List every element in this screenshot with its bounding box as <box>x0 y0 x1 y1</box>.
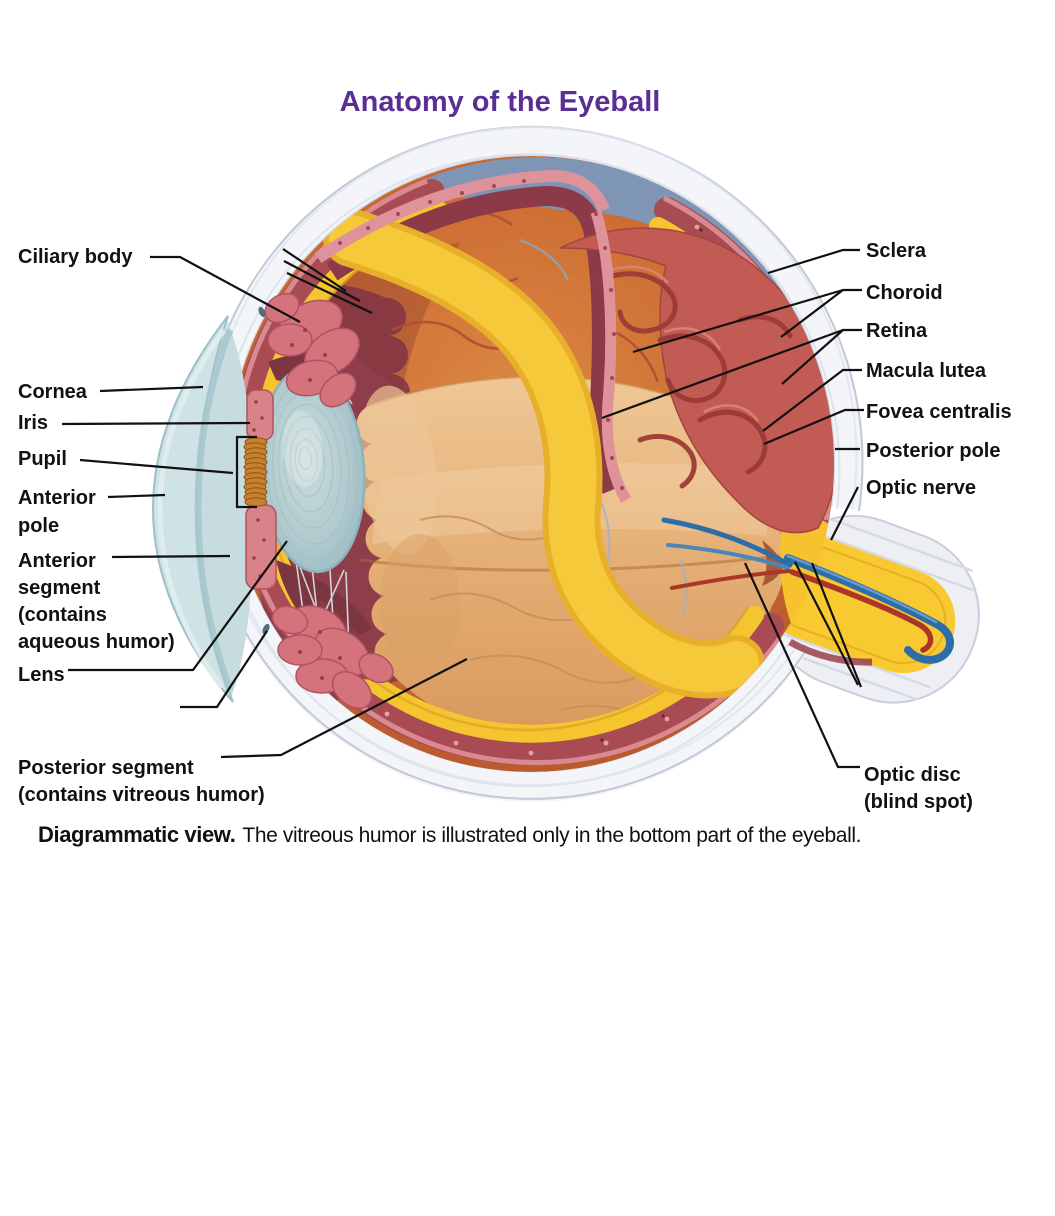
central-retinal-vessels <box>661 517 793 590</box>
label-posterior-pole: Posterior pole <box>866 440 1001 462</box>
lens <box>258 366 366 574</box>
label-ciliary-body: Ciliary body <box>18 246 133 268</box>
leader-posterior-segment <box>220 658 468 759</box>
label-pupil: Pupil <box>18 448 67 470</box>
optic-nerve-vessels <box>784 554 954 664</box>
leader-optic-disc <box>743 562 860 769</box>
leader-sclera <box>767 248 860 275</box>
scleral-venous-sinus-upper <box>258 306 266 318</box>
leader-anterior-pole <box>107 493 166 499</box>
label-anterior-segment: Anterior segment (contains aqueous humor… <box>18 550 175 653</box>
page-title: Anatomy of the Eyeball <box>339 86 661 118</box>
flap-retina-swoosh <box>329 215 759 693</box>
flap-choroid-patch <box>559 227 834 534</box>
label-posterior-segment: Posterior segment (contains vitreous hum… <box>18 757 265 806</box>
anterior-chamber-aqueous <box>196 322 253 697</box>
label-optic-nerve: Optic nerve <box>866 477 977 499</box>
leader-macula-lutea <box>762 368 862 432</box>
label-retina: Retina <box>866 320 928 342</box>
leader-ciliary-body <box>150 255 301 323</box>
leader-lines <box>61 248 864 769</box>
label-anterior-pole: Anterior pole <box>18 487 96 537</box>
leader-scleral-venous-sinus <box>180 630 268 709</box>
label-lens: Lens <box>18 664 65 686</box>
ciliary-pointer-1 <box>282 248 347 292</box>
central-vein <box>784 554 954 664</box>
ciliary-body-upper <box>264 292 360 408</box>
pupil-bracket <box>235 435 257 509</box>
vitreous-anterior-face-lower <box>380 534 460 674</box>
label-optic-disc: Optic disc (blind spot) <box>864 764 973 813</box>
pupil-sphincter-coil <box>243 437 268 507</box>
cornea-outer-highlight <box>157 328 227 690</box>
cornea-inner-layer <box>194 328 234 692</box>
caption-body: The vitreous humor is illustrated only i… <box>242 824 862 847</box>
leader-fovea-centralis <box>763 408 864 446</box>
label-cornea: Cornea <box>18 381 87 403</box>
ciliary-body-lower <box>271 605 394 709</box>
nerve-sheath-streaks <box>755 509 974 701</box>
central-artery <box>789 569 934 653</box>
leader-lens <box>68 540 288 672</box>
leader-optic-nerve <box>830 486 859 541</box>
leader-pupil <box>79 458 234 475</box>
figure-caption: Diagrammatic view. The vitreous humor is … <box>38 822 1048 848</box>
cornea <box>151 315 234 703</box>
flap-choroid-inner-band <box>326 185 622 494</box>
choroid-at-nerve-junction <box>788 638 873 666</box>
anterior-segment-structures <box>151 292 394 709</box>
vitreous-anterior-face <box>358 385 438 555</box>
caption-lead: Diagrammatic view. <box>38 822 236 847</box>
ciliary-pointer-3 <box>286 272 373 314</box>
leader-choroid-flap <box>632 288 844 354</box>
central-vessel-pointer-1 <box>794 561 859 686</box>
ciliary-specks <box>290 328 342 680</box>
ciliary-pointer-2 <box>283 260 361 302</box>
label-choroid: Choroid <box>866 282 943 304</box>
central-vessel-pointer-2 <box>810 562 863 688</box>
leader-anterior-segment <box>111 554 231 559</box>
flap-cut-edge-rim <box>314 169 610 263</box>
leader-retina-flap <box>601 328 844 420</box>
label-sclera: Sclera <box>866 240 927 262</box>
label-iris: Iris <box>18 412 49 434</box>
peeled-flap <box>314 169 834 699</box>
flap-cut-edge-dots <box>338 179 624 490</box>
flap-cut-edge-descending <box>590 210 631 503</box>
leader-iris <box>61 421 251 426</box>
label-macula-lutea: Macula lutea <box>866 360 987 382</box>
leader-cornea <box>99 385 204 393</box>
label-fovea-centralis: Fovea centralis <box>866 401 1012 423</box>
